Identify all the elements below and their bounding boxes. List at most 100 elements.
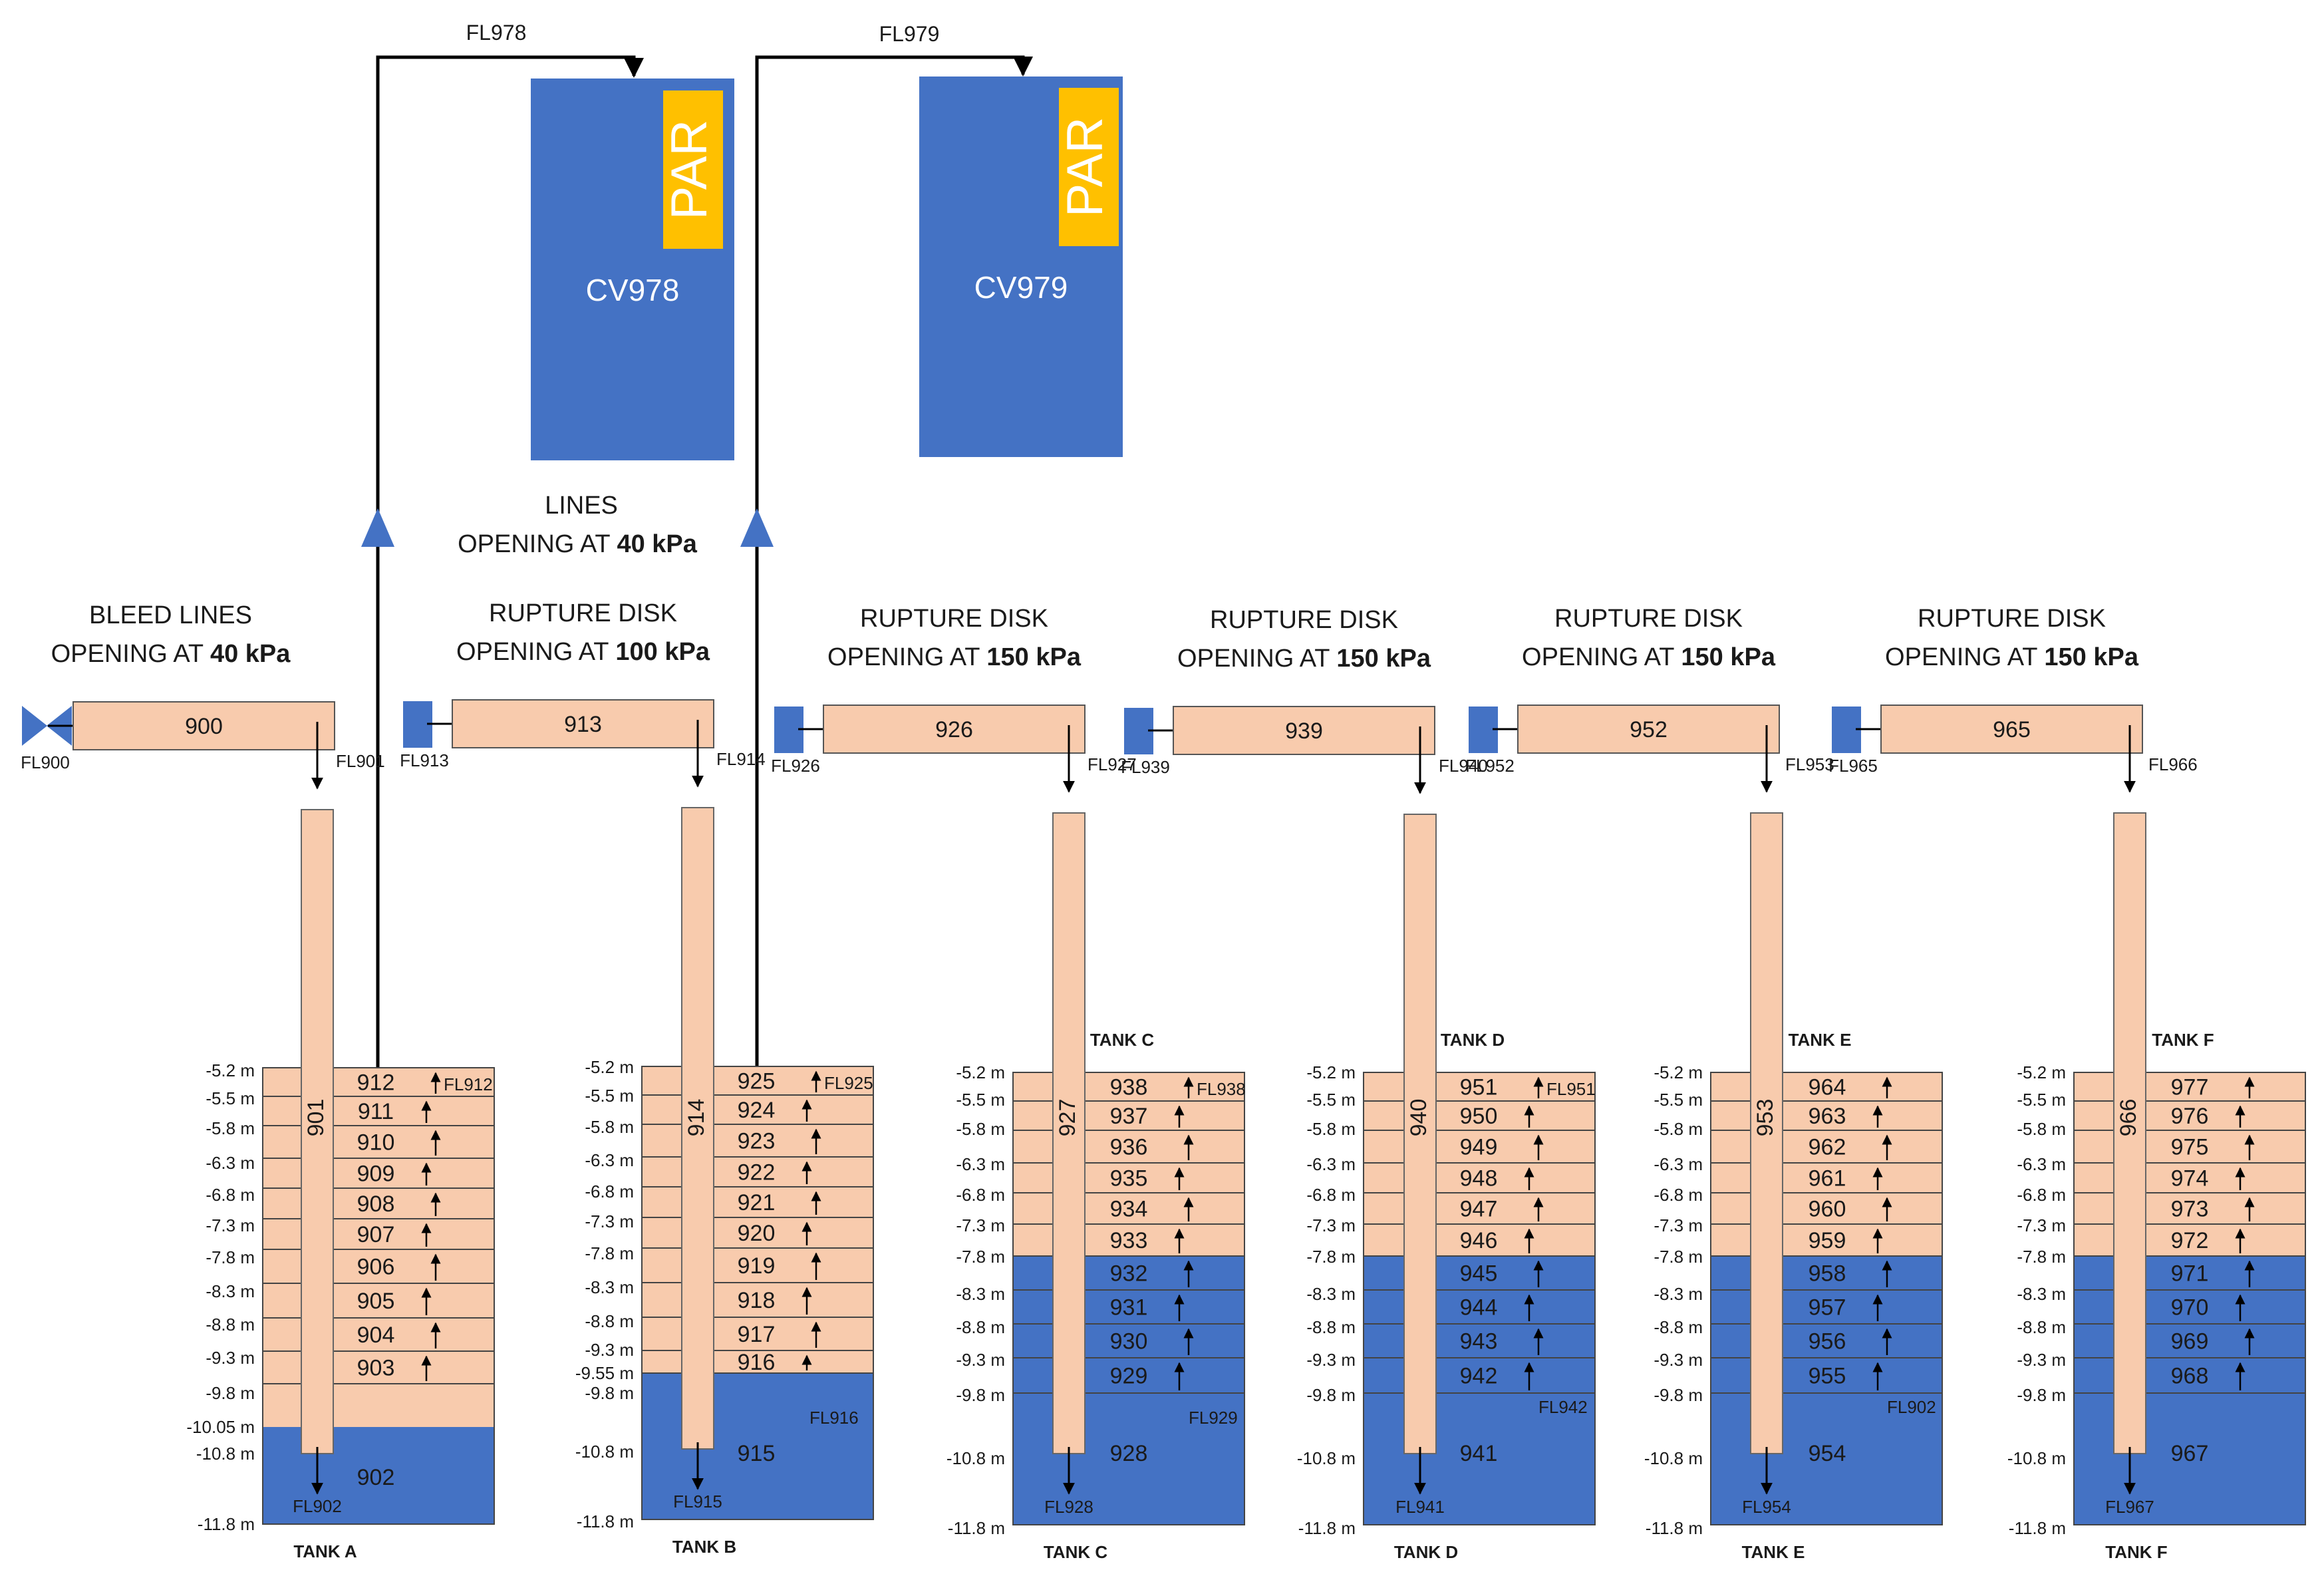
level-label: -8.3 m bbox=[1654, 1284, 1703, 1304]
outlet-flow-label: FL954 bbox=[1742, 1497, 1791, 1517]
bleed-valve-icon bbox=[22, 706, 47, 746]
top-cell-flow-label: FL912 bbox=[444, 1074, 493, 1094]
cell-volume-label: 969 bbox=[2171, 1329, 2209, 1354]
cell-volume-label: 934 bbox=[1110, 1197, 1148, 1222]
level-label: -7.3 m bbox=[1306, 1215, 1356, 1235]
level-label: -9.8 m bbox=[1654, 1385, 1703, 1405]
cell-volume-label: 972 bbox=[2171, 1228, 2209, 1253]
gas-region bbox=[1013, 1072, 1244, 1256]
cell-volume-label: 975 bbox=[2171, 1135, 2209, 1160]
level-label: -10.8 m bbox=[946, 1448, 1005, 1468]
level-label: -7.3 m bbox=[2017, 1215, 2066, 1235]
cell-volume-label: 973 bbox=[2171, 1197, 2209, 1222]
par-box-cv978 bbox=[663, 90, 723, 249]
level-label: -7.8 m bbox=[585, 1243, 634, 1263]
level-label: -9.55 m bbox=[575, 1363, 634, 1383]
cell-volume-label: 924 bbox=[738, 1098, 776, 1123]
level-label: -8.3 m bbox=[585, 1277, 634, 1297]
drop-flow-label: FL953 bbox=[1785, 754, 1834, 774]
cell-volume-label: 906 bbox=[357, 1255, 395, 1280]
cell-volume-label: 970 bbox=[2171, 1295, 2209, 1321]
level-label: -5.8 m bbox=[585, 1117, 634, 1137]
level-label: -7.3 m bbox=[1654, 1215, 1703, 1235]
cell-volume-label: 947 bbox=[1460, 1197, 1498, 1222]
tank-bottom-label: TANK E bbox=[1742, 1542, 1805, 1562]
fl978-label: FL978 bbox=[466, 21, 527, 45]
cell-volume-label: 956 bbox=[1809, 1329, 1846, 1354]
outlet-flow-label: FL928 bbox=[1044, 1497, 1093, 1517]
level-label: -11.8 m bbox=[1646, 1518, 1703, 1538]
outlet-flow-label: FL915 bbox=[673, 1492, 722, 1511]
header-title-line1: BLEED LINES bbox=[89, 601, 252, 629]
level-label: -6.8 m bbox=[1654, 1185, 1703, 1205]
level-label: -8.3 m bbox=[206, 1281, 255, 1301]
header-volume bbox=[823, 705, 1086, 754]
cell-volume-label: 962 bbox=[1809, 1135, 1846, 1160]
cell-volume-label: 945 bbox=[1460, 1261, 1498, 1287]
cell-volume-label: 960 bbox=[1809, 1197, 1846, 1222]
header-title-line2: OPENING AT 150 kPa bbox=[1885, 643, 2139, 671]
containment-cv979: PAR CV979 bbox=[919, 77, 1123, 457]
cell-volume-label: 912 bbox=[357, 1070, 395, 1096]
inlet-flow-label: FL965 bbox=[1828, 756, 1878, 776]
pipe-volume-label: 966 bbox=[2116, 1099, 2141, 1137]
tank-top-label: TANK C bbox=[1090, 1030, 1155, 1050]
bottom-volume-label: 915 bbox=[738, 1441, 776, 1466]
level-label: -5.8 m bbox=[956, 1119, 1005, 1139]
cell-volume-label: 968 bbox=[2171, 1364, 2209, 1389]
cell-volume-label: 932 bbox=[1110, 1261, 1148, 1287]
water-region bbox=[1013, 1256, 1244, 1525]
level-label: -8.8 m bbox=[956, 1317, 1005, 1337]
cell-volume-label: 917 bbox=[738, 1322, 776, 1347]
level-label: -5.2 m bbox=[956, 1062, 1005, 1082]
header-volume-label: 926 bbox=[935, 717, 973, 742]
level-label: -11.8 m bbox=[1298, 1518, 1356, 1538]
water-region bbox=[2074, 1256, 2305, 1525]
drop-pipe bbox=[2113, 812, 2146, 1454]
cell-volume-label: 946 bbox=[1460, 1228, 1498, 1253]
level-label: -7.3 m bbox=[585, 1211, 634, 1231]
level-label: -5.5 m bbox=[206, 1088, 255, 1108]
pipe-volume-label: 914 bbox=[684, 1099, 709, 1137]
header-title-line2: OPENING AT 150 kPa bbox=[827, 643, 1082, 671]
level-label: -6.3 m bbox=[2017, 1154, 2066, 1174]
inlet-flow-label: FL926 bbox=[771, 756, 820, 776]
cell-volume-label: 951 bbox=[1460, 1075, 1498, 1100]
cell-volume-label: 950 bbox=[1460, 1104, 1498, 1129]
level-label: -5.5 m bbox=[1654, 1090, 1703, 1110]
level-label: -9.3 m bbox=[1654, 1350, 1703, 1370]
lines-opening-label: LINES OPENING AT 40 kPa bbox=[458, 492, 698, 558]
cell-volume-label: 929 bbox=[1110, 1364, 1148, 1389]
level-label: -7.8 m bbox=[956, 1247, 1005, 1267]
water-flow-label: FL942 bbox=[1538, 1397, 1588, 1417]
tank-top-label: TANK D bbox=[1441, 1030, 1505, 1050]
lines-label-line1: LINES bbox=[545, 492, 618, 520]
outlet-flow-label: FL902 bbox=[293, 1496, 342, 1516]
fl979-label: FL979 bbox=[879, 22, 940, 46]
drop-flow-label: FL901 bbox=[336, 751, 385, 771]
cell-volume-label: 977 bbox=[2171, 1075, 2209, 1100]
level-label: -9.8 m bbox=[585, 1383, 634, 1403]
cell-volume-label: 958 bbox=[1809, 1261, 1846, 1287]
header-volume-label: 900 bbox=[185, 714, 223, 739]
cell-volume-label: 908 bbox=[357, 1191, 395, 1217]
water-flow-label: FL929 bbox=[1189, 1408, 1238, 1428]
header-volume bbox=[452, 699, 714, 748]
tank-bottom-label: TANK C bbox=[1044, 1542, 1108, 1562]
level-label: -6.3 m bbox=[1654, 1154, 1703, 1174]
tank-bottom-label: TANK F bbox=[2105, 1542, 2167, 1562]
header-volume bbox=[1880, 705, 2143, 754]
level-label: -9.8 m bbox=[956, 1385, 1005, 1405]
header-volume-label: 952 bbox=[1630, 717, 1668, 742]
check-valve-icon bbox=[740, 508, 774, 547]
level-label: -7.8 m bbox=[2017, 1247, 2066, 1267]
level-label: -10.8 m bbox=[1297, 1448, 1356, 1468]
cell-volume-label: 976 bbox=[2171, 1104, 2209, 1129]
level-label: -5.2 m bbox=[2017, 1062, 2066, 1082]
level-label: -9.3 m bbox=[206, 1348, 255, 1368]
level-label: -5.2 m bbox=[1654, 1062, 1703, 1082]
flow-line-fl978: FL978 bbox=[361, 21, 644, 1096]
level-label: -6.8 m bbox=[585, 1182, 634, 1201]
